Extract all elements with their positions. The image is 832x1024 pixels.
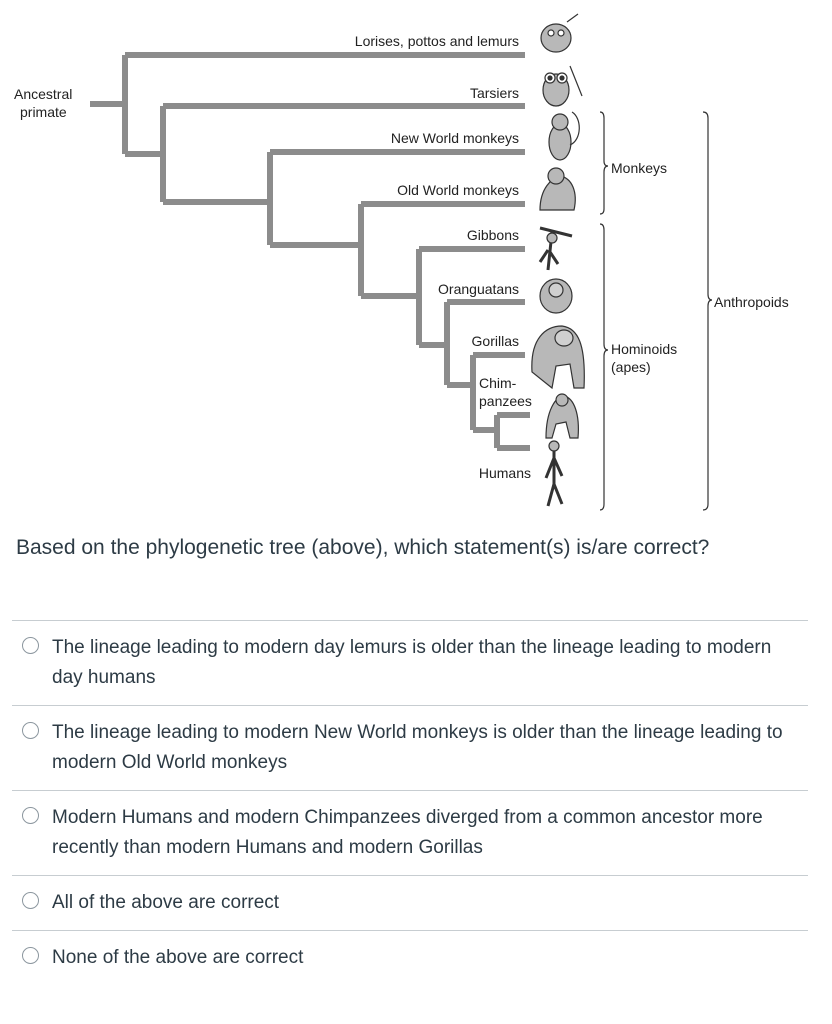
radio-button[interactable] <box>22 947 39 964</box>
phylogenetic-tree: Ancestral primate Lorises, pottos and le… <box>14 13 789 511</box>
orangutan-icon <box>539 278 573 314</box>
branch-split-1 <box>122 52 525 104</box>
answer-label: The lineage leading to modern day lemurs… <box>52 637 772 688</box>
radio-button[interactable] <box>22 807 39 824</box>
answer-option-1[interactable]: The lineage leading to modern day lemurs… <box>12 620 808 705</box>
answer-label: Modern Humans and modern Chimpanzees div… <box>52 807 763 858</box>
new-world-monkey-icon <box>548 111 580 161</box>
group-monkeys: Monkeys <box>611 160 667 176</box>
gibbon-icon <box>538 226 573 271</box>
answer-option-4[interactable]: All of the above are correct <box>12 875 808 930</box>
taxon-orangutans: Oranguatans <box>438 281 519 297</box>
chimpanzee-icon <box>545 393 579 439</box>
question-text: Based on the phylogenetic tree (above), … <box>16 536 710 559</box>
answer-label: None of the above are correct <box>52 947 304 968</box>
taxon-chimpanzees-line2: panzees <box>479 393 532 409</box>
branch-split-5 <box>358 245 525 299</box>
answer-option-3[interactable]: Modern Humans and modern Chimpanzees div… <box>12 790 808 875</box>
group-anthropoids: Anthropoids <box>714 294 789 310</box>
answer-label: All of the above are correct <box>52 892 280 913</box>
answer-list: The lineage leading to modern day lemurs… <box>12 620 808 985</box>
branch-split-3 <box>160 149 525 205</box>
taxon-tarsiers: Tarsiers <box>470 85 519 101</box>
tarsier-icon <box>542 65 583 107</box>
taxon-gorillas: Gorillas <box>472 333 519 349</box>
branch-split-6 <box>416 296 525 348</box>
answer-label: The lineage leading to modern New World … <box>52 722 783 773</box>
taxon-chimpanzees-line1: Chim- <box>479 375 517 391</box>
radio-button[interactable] <box>22 892 39 909</box>
taxon-gibbons: Gibbons <box>467 227 519 243</box>
animal-illustrations <box>531 13 585 507</box>
answer-option-2[interactable]: The lineage leading to modern New World … <box>12 705 808 790</box>
hominoids-bracket <box>599 223 609 511</box>
radio-button[interactable] <box>22 637 39 654</box>
taxon-new-world-monkeys: New World monkeys <box>391 130 519 146</box>
radio-button[interactable] <box>22 722 39 739</box>
root-label-line1: Ancestral <box>14 86 72 102</box>
taxon-humans: Humans <box>479 465 531 481</box>
branch-split-2 <box>122 103 525 157</box>
answer-option-5[interactable]: None of the above are correct <box>12 930 808 985</box>
taxon-lorises: Lorises, pottos and lemurs <box>355 33 519 49</box>
monkeys-bracket <box>599 111 609 215</box>
group-hominoids-line2: (apes) <box>611 359 651 375</box>
taxon-old-world-monkeys: Old World monkeys <box>397 182 519 198</box>
branch-split-4 <box>267 201 525 248</box>
gorilla-icon <box>531 325 585 390</box>
human-icon <box>544 440 564 507</box>
anthropoids-bracket <box>702 111 713 511</box>
root-label-line2: primate <box>20 104 67 120</box>
branch-split-7 <box>444 345 525 388</box>
group-brackets <box>599 111 713 511</box>
branch-split-8 <box>470 385 530 451</box>
tree-branches <box>90 52 530 451</box>
old-world-monkey-icon <box>539 167 576 211</box>
lemur-icon <box>540 13 579 53</box>
group-hominoids-line1: Hominoids <box>611 341 677 357</box>
